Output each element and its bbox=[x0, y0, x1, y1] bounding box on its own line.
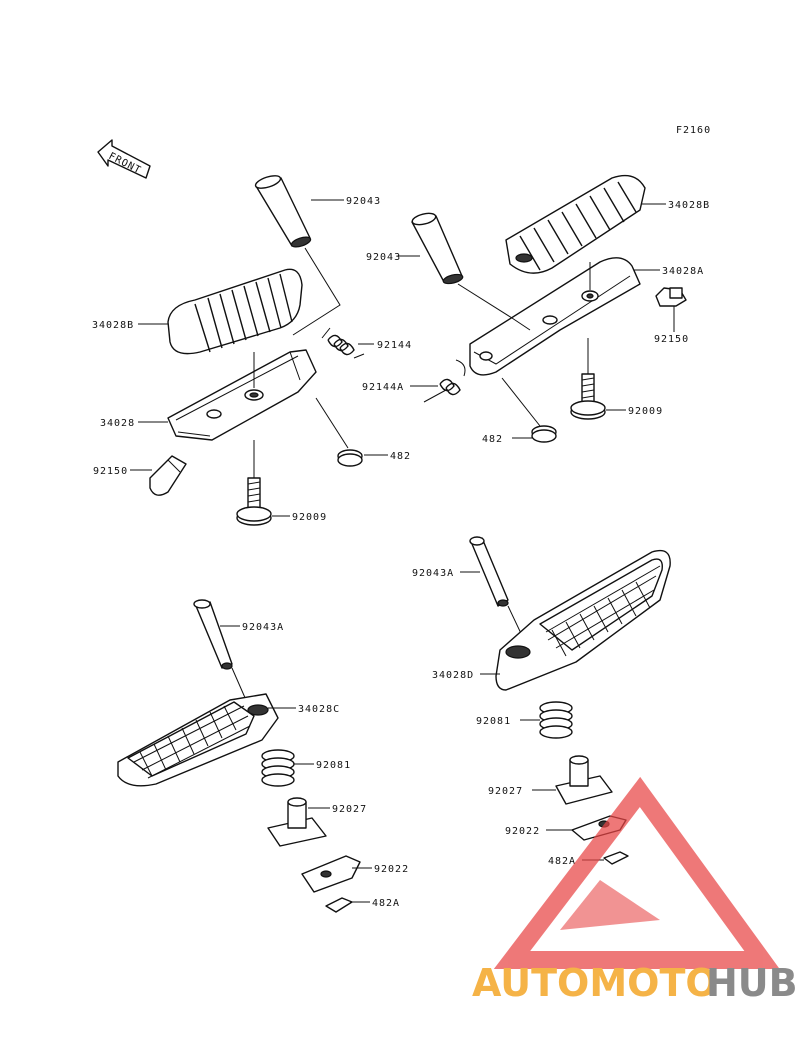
clip-482-left bbox=[337, 449, 363, 467]
rubber-34028b-left bbox=[167, 268, 303, 355]
label-482a-right: 482A bbox=[548, 856, 576, 867]
watermark-triangle-icon bbox=[493, 776, 780, 969]
bracket-34028a bbox=[469, 257, 641, 376]
label-92009-left: 92009 bbox=[292, 512, 327, 523]
figure-code: F2160 bbox=[676, 125, 711, 136]
watermark-brand-part1: AUTOMOTO bbox=[472, 961, 718, 1005]
bracket-34028 bbox=[167, 349, 317, 441]
pin-92043-right bbox=[411, 212, 464, 285]
label-482-left: 482 bbox=[390, 451, 411, 462]
label-92150-left: 92150 bbox=[93, 466, 128, 477]
label-34028b-right: 34028B bbox=[668, 200, 710, 211]
watermark-logo bbox=[493, 776, 780, 969]
pin-92043a-left bbox=[193, 599, 233, 670]
spring-92144 bbox=[321, 327, 365, 359]
label-482-right: 482 bbox=[482, 434, 503, 445]
bolt-92009-right bbox=[570, 373, 606, 420]
plate-92022-left bbox=[301, 855, 361, 893]
bracket-92027-left bbox=[267, 797, 327, 847]
bracket-92027-right bbox=[555, 755, 613, 805]
label-92144: 92144 bbox=[377, 340, 412, 351]
clip-482-right bbox=[531, 425, 557, 443]
label-34028c: 34028C bbox=[298, 704, 340, 715]
label-92043-top-right: 92043 bbox=[366, 252, 401, 263]
clip-482a-right bbox=[603, 851, 629, 865]
footrest-34028d bbox=[495, 549, 671, 691]
label-92043a-right: 92043A bbox=[412, 568, 454, 579]
pin-92043-left bbox=[254, 175, 312, 248]
footrest-34028c bbox=[117, 693, 279, 787]
label-34028d: 34028D bbox=[432, 670, 474, 681]
label-92009-right: 92009 bbox=[628, 406, 663, 417]
label-92022-right: 92022 bbox=[505, 826, 540, 837]
label-92043a-left: 92043A bbox=[242, 622, 284, 633]
bolt-92009-left bbox=[236, 477, 272, 526]
watermark-brand-part2: HUB bbox=[706, 961, 798, 1005]
label-34028b-left: 34028B bbox=[92, 320, 134, 331]
label-92081-left: 92081 bbox=[316, 760, 351, 771]
spring-92081-left bbox=[261, 749, 295, 787]
label-34028a: 34028A bbox=[662, 266, 704, 277]
spring-92081-right bbox=[539, 701, 573, 739]
label-92027-left: 92027 bbox=[332, 804, 367, 815]
label-92043-top-left: 92043 bbox=[346, 196, 381, 207]
label-92027-right: 92027 bbox=[488, 786, 523, 797]
clip-482a-left bbox=[325, 897, 353, 913]
label-482a-left: 482A bbox=[372, 898, 400, 909]
bolt-92150-right bbox=[655, 287, 687, 307]
label-92144a: 92144A bbox=[362, 382, 404, 393]
label-92022-left: 92022 bbox=[374, 864, 409, 875]
label-34028: 34028 bbox=[100, 418, 135, 429]
rubber-34028b-right bbox=[505, 174, 646, 274]
label-92081-right: 92081 bbox=[476, 716, 511, 727]
label-92150-right: 92150 bbox=[654, 334, 689, 345]
bolt-92150-left bbox=[149, 455, 187, 496]
spring-92144a bbox=[423, 359, 466, 403]
pin-92043a-right bbox=[469, 536, 509, 607]
front-arrow-icon: FRONT bbox=[97, 139, 151, 179]
